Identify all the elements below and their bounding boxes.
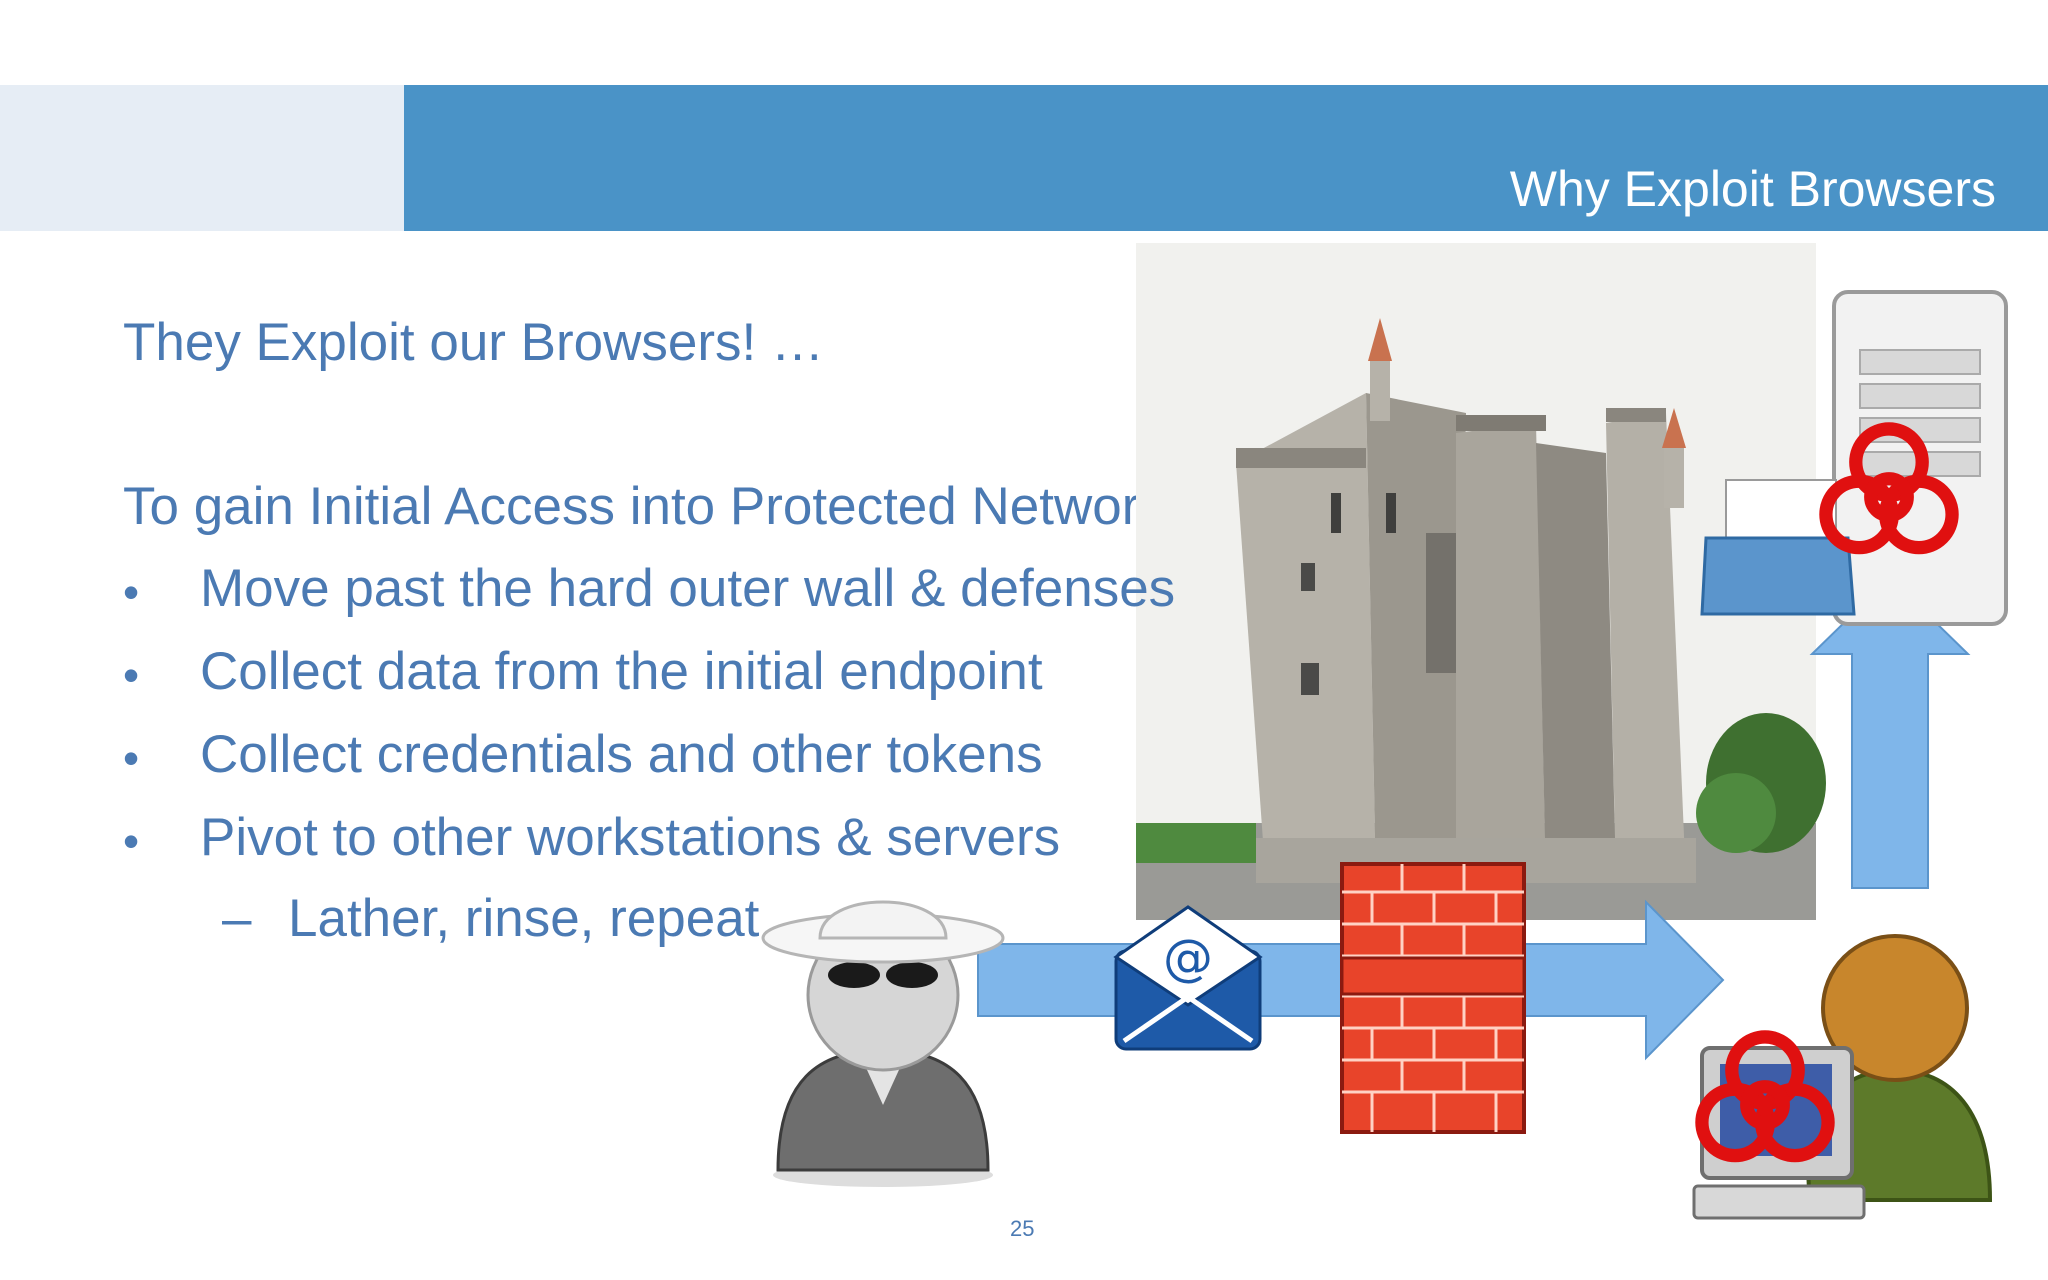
bullet-item: Collect credentials and other tokens [200, 725, 1043, 784]
firewall-icon [1340, 862, 1526, 1134]
header-bar [404, 85, 2048, 231]
header-left-panel [0, 85, 404, 231]
svg-text:@: @ [1163, 929, 1213, 987]
bullet-dot: • [123, 815, 140, 867]
sub-bullet-item: Lather, rinse, repeat [288, 889, 760, 948]
bullet-dot: • [123, 732, 140, 784]
slide-subheading: To gain Initial Access into Protected Ne… [123, 477, 1193, 536]
folder-icon [1700, 479, 1856, 616]
bullet-item: Collect data from the initial endpoint [200, 642, 1043, 701]
slide-title: Why Exploit Browsers [1509, 161, 1996, 217]
bullet-item: Pivot to other workstations & servers [200, 808, 1061, 867]
hacker-icon [761, 900, 1005, 1187]
sub-bullet-dash: – [222, 889, 252, 948]
bullet-item: Move past the hard outer wall & defenses [200, 559, 1176, 618]
bullet-dot: • [123, 566, 140, 618]
page-number: 25 [1010, 1216, 1035, 1241]
slide-heading: They Exploit our Browsers! … [123, 313, 825, 372]
biohazard-icon [1695, 1030, 1835, 1163]
bullet-dot: • [123, 649, 140, 701]
email-icon: @ [1113, 905, 1263, 1051]
biohazard-icon [1819, 422, 1959, 555]
